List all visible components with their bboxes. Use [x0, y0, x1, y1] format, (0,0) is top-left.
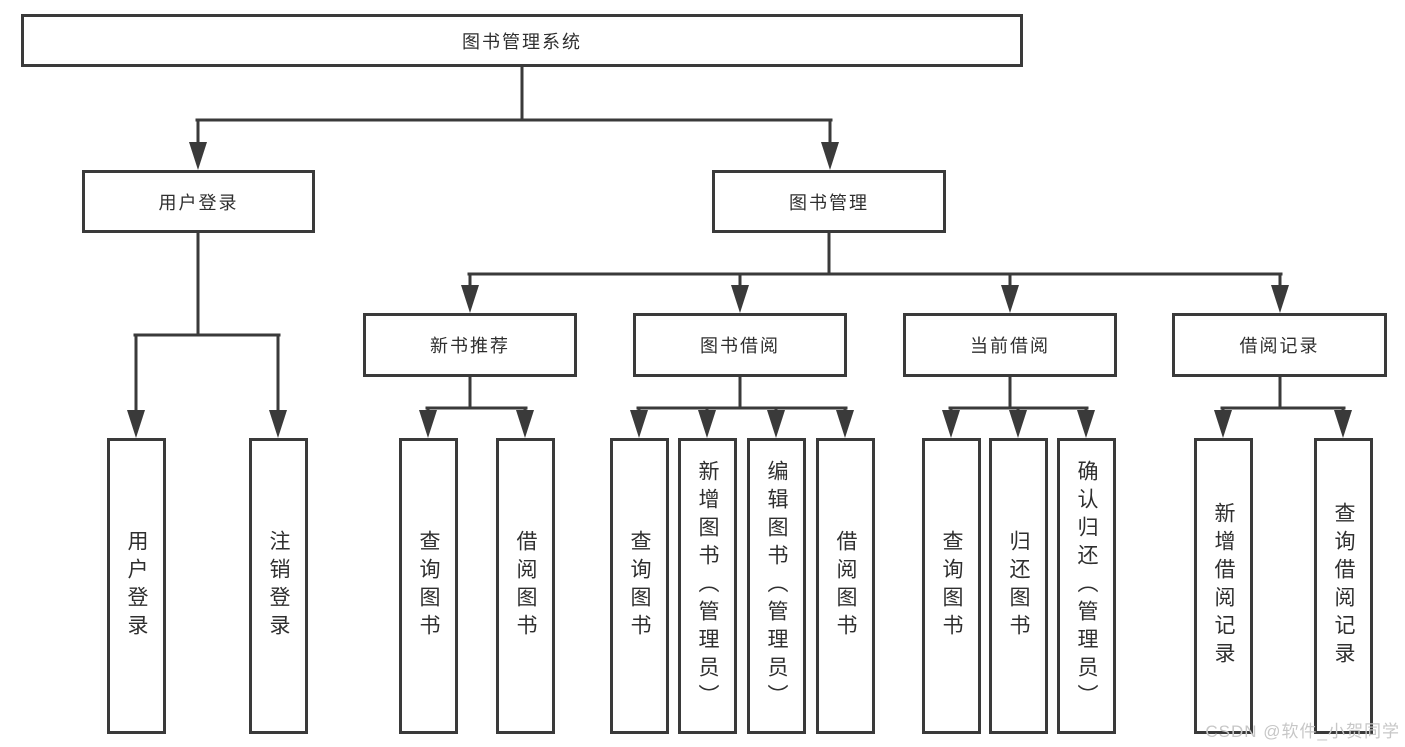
node-label: 用户登录: [125, 530, 148, 642]
node-label: 查询借阅记录: [1332, 502, 1355, 670]
leaf-query-books-borrowing: 查询图书: [610, 438, 669, 734]
leaf-borrow-books: 借阅图书: [816, 438, 875, 734]
node-user-login: 用户登录: [82, 170, 315, 233]
node-label: 归还图书: [1007, 530, 1030, 642]
node-label: 注销登录: [267, 530, 290, 642]
leaf-add-book-admin: 新增图书（管理员）: [678, 438, 737, 734]
node-label: 当前借阅: [970, 336, 1050, 356]
leaf-edit-book-admin: 编辑图书（管理员）: [747, 438, 806, 734]
node-library-management-system: 图书管理系统: [21, 14, 1023, 67]
csdn-watermark: CSDN @软件_小贺同学: [1205, 722, 1400, 741]
node-label: 编辑图书（管理员）: [765, 460, 788, 712]
node-book-borrowing: 图书借阅: [633, 313, 847, 377]
node-current-borrowing: 当前借阅: [903, 313, 1117, 377]
node-label: 查询图书: [417, 530, 440, 642]
node-label: 新增借阅记录: [1212, 502, 1235, 670]
node-label: 查询图书: [940, 530, 963, 642]
leaf-confirm-return-admin: 确认归还（管理员）: [1057, 438, 1116, 734]
node-label: 借阅图书: [514, 530, 537, 642]
leaf-query-borrow-record: 查询借阅记录: [1314, 438, 1373, 734]
node-label: 图书借阅: [700, 336, 780, 356]
leaf-add-borrow-record: 新增借阅记录: [1194, 438, 1253, 734]
node-label: 新书推荐: [430, 336, 510, 356]
node-label: 借阅图书: [834, 530, 857, 642]
leaf-user-login: 用户登录: [107, 438, 166, 734]
node-label: 图书管理系统: [462, 31, 582, 52]
leaf-query-books-current: 查询图书: [922, 438, 981, 734]
node-label: 图书管理: [789, 192, 869, 213]
node-label: 查询图书: [628, 530, 651, 642]
node-label: 用户登录: [158, 192, 239, 213]
node-label: 确认归还（管理员）: [1075, 460, 1098, 712]
node-label: 新增图书（管理员）: [696, 460, 719, 712]
node-label: 借阅记录: [1239, 336, 1320, 356]
leaf-return-book: 归还图书: [989, 438, 1048, 734]
leaf-borrow-books-recommend: 借阅图书: [496, 438, 555, 734]
leaf-query-books-recommend: 查询图书: [399, 438, 458, 734]
node-borrowing-records: 借阅记录: [1172, 313, 1387, 377]
leaf-logout: 注销登录: [249, 438, 308, 734]
node-new-book-recommendation: 新书推荐: [363, 313, 577, 377]
node-book-management: 图书管理: [712, 170, 946, 233]
